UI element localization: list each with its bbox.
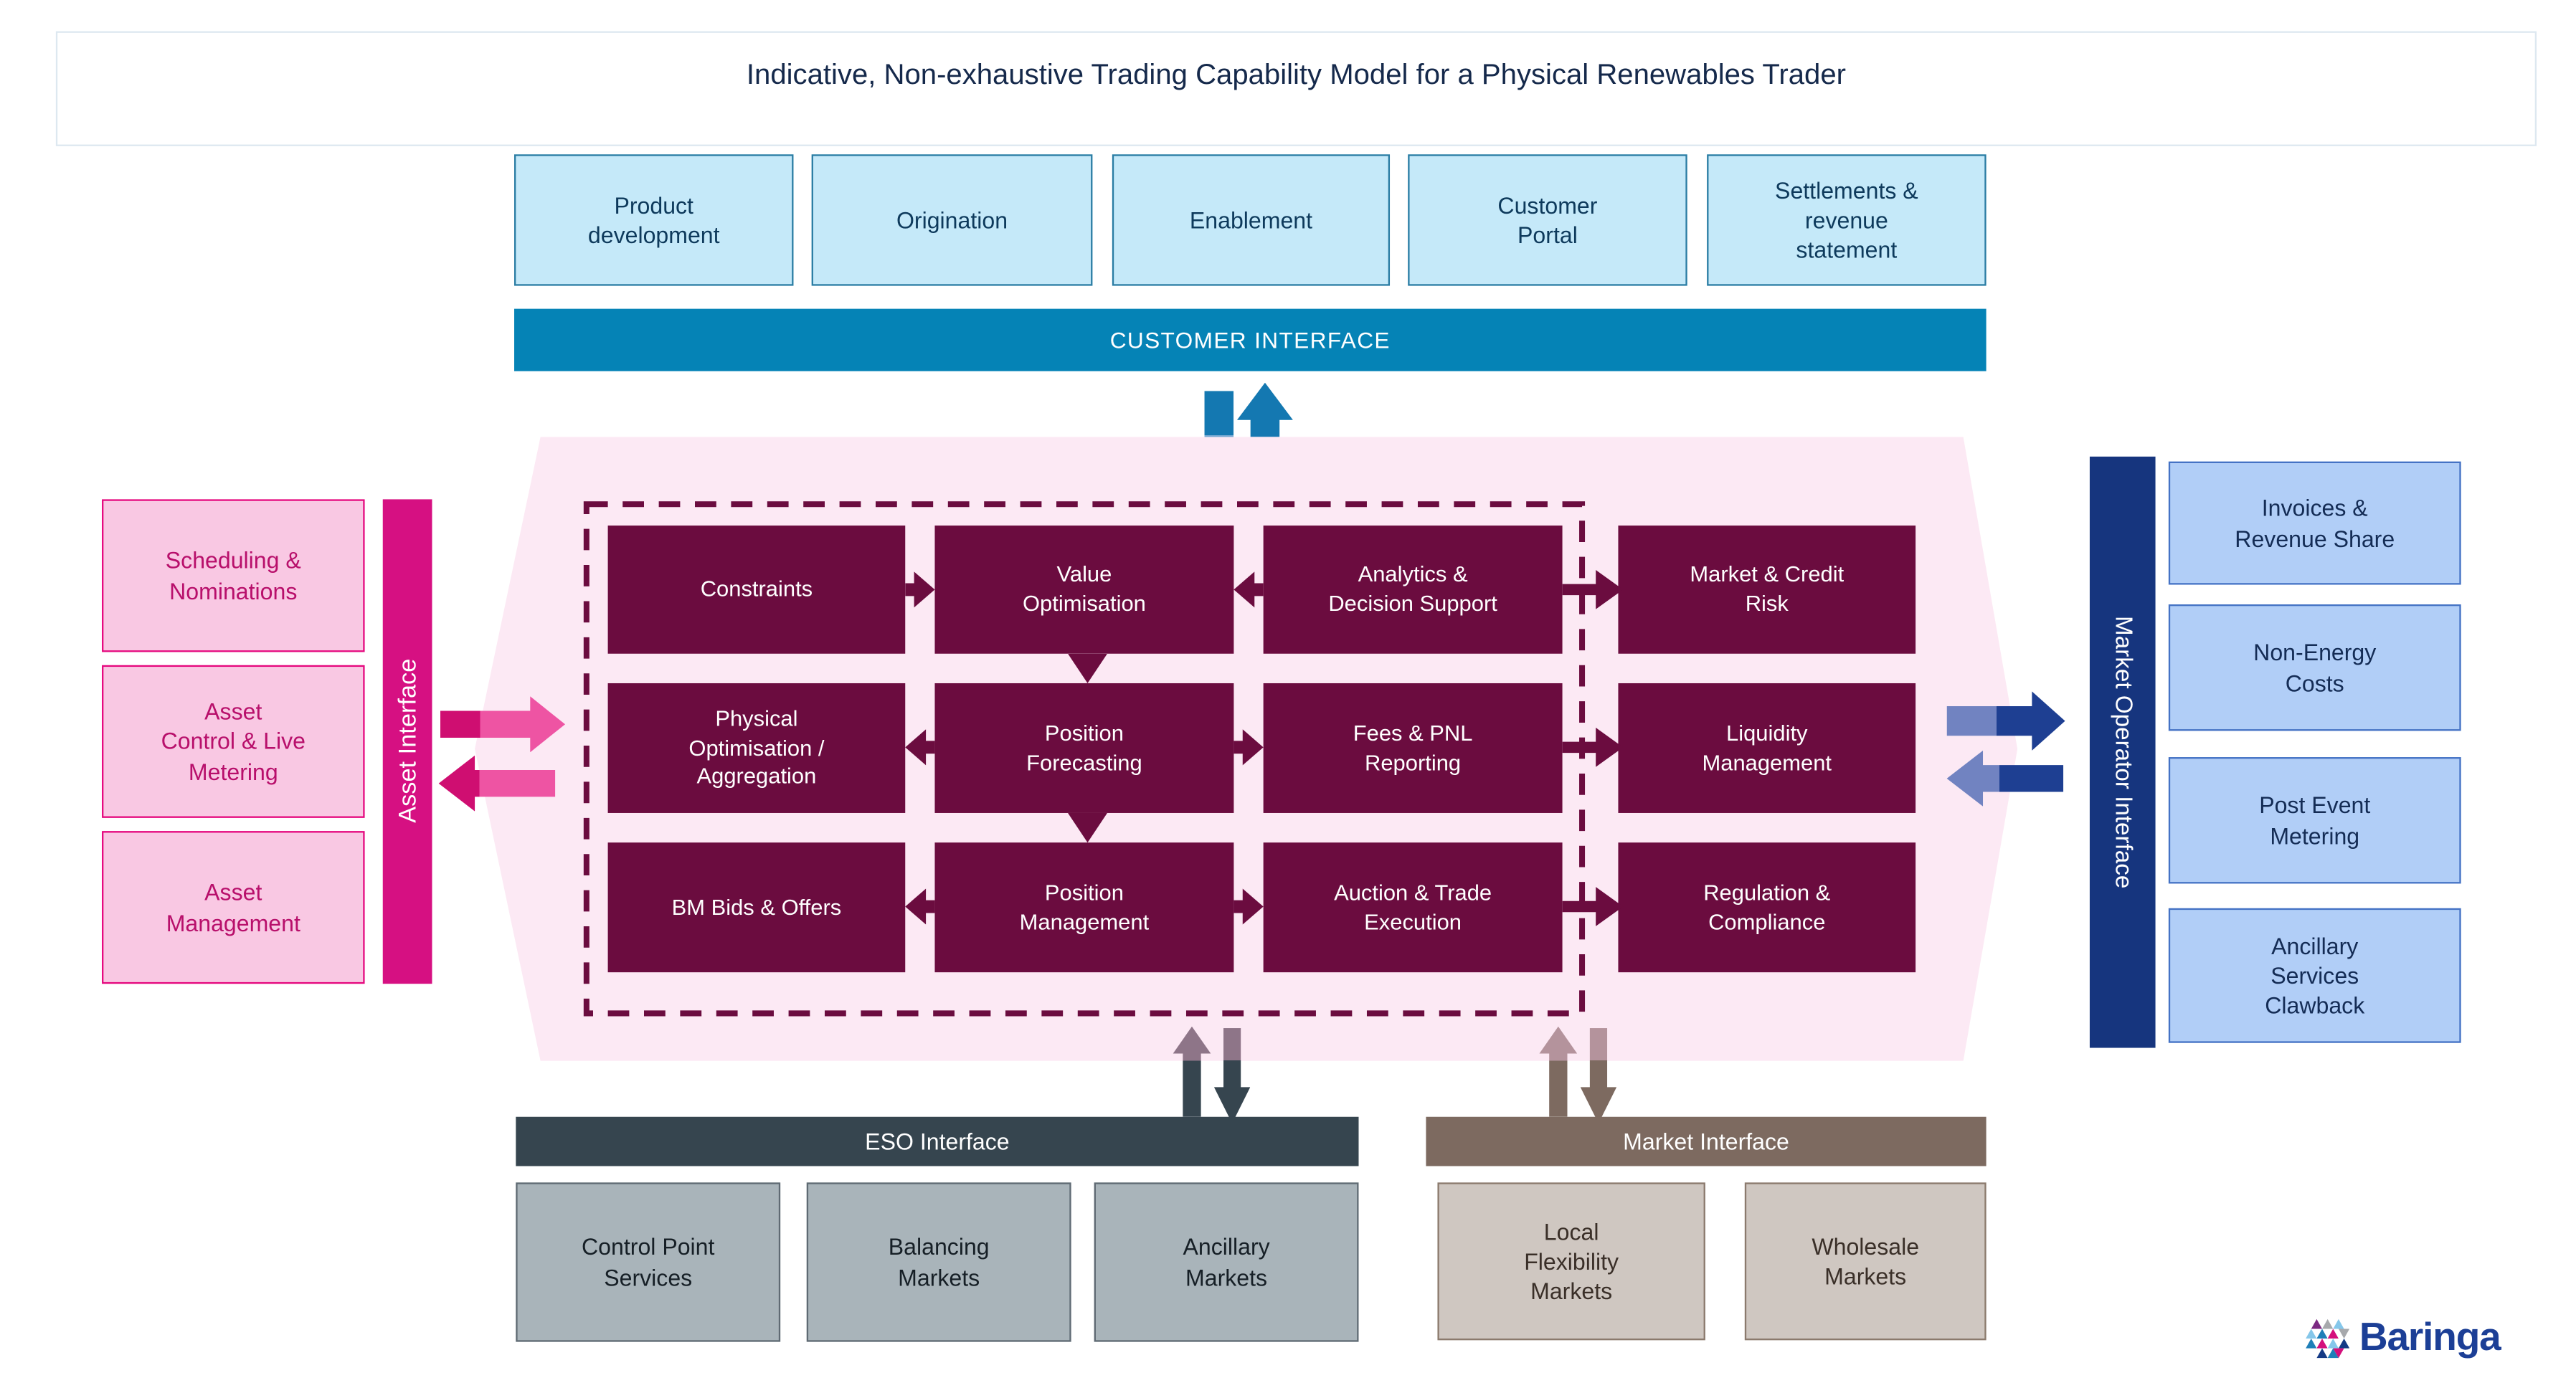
capability-liquidity-management: Liquidity Management (1618, 683, 1916, 813)
asset-box-control-live-metering: Asset Control & Live Metering (102, 665, 365, 818)
capability-bm-bids-offers: BM Bids & Offers (607, 842, 906, 973)
capability-position-management: Position Management (934, 842, 1234, 973)
capability-boundary-dashed-border (583, 501, 1586, 1017)
market-box-local-flexibility: Local Flexibility Markets (1437, 1182, 1705, 1341)
market-operator-interface-bar-label: Market Operator Interface (2109, 616, 2136, 889)
capability-value-optimisation: Value Optimisation (934, 526, 1234, 654)
capability-physical-optimisation: Physical Optimisation / Aggregation (607, 683, 906, 813)
mo-box-non-energy-costs: Non-Energy Costs (2168, 604, 2461, 731)
capability-constraints: Constraints (607, 526, 906, 654)
capability-auction-trade-execution: Auction & Trade Execution (1263, 842, 1563, 973)
market-interface-bar-label: Market Interface (1623, 1128, 1789, 1155)
baringa-wordmark: Baringa (2359, 1315, 2501, 1360)
customer-box-enablement: Enablement (1112, 154, 1391, 286)
baringa-logo: Baringa (2303, 1309, 2501, 1368)
capability-fees-pnl-reporting: Fees & PNL Reporting (1263, 683, 1563, 813)
mo-box-ancillary-services-clawback: Ancillary Services Clawback (2168, 908, 2461, 1043)
asset-box-scheduling-nominations: Scheduling & Nominations (102, 499, 365, 652)
market-interface-bar: Market Interface (1426, 1116, 1987, 1166)
customer-box-product-development: Product development (514, 154, 794, 286)
customer-interface-bar: CUSTOMER INTERFACE (514, 308, 1987, 371)
asset-interface-bar: Asset Interface (382, 499, 432, 984)
asset-interface-bar-label: Asset Interface (393, 659, 422, 824)
market-box-wholesale: Wholesale Markets (1744, 1182, 1987, 1341)
customer-interface-bar-label: CUSTOMER INTERFACE (1109, 328, 1391, 353)
eso-interface-bar: ESO Interface (516, 1116, 1359, 1166)
capability-regulation-compliance: Regulation & Compliance (1618, 842, 1916, 973)
customer-box-settlements: Settlements & revenue statement (1707, 154, 1987, 286)
capability-analytics-decision-support: Analytics & Decision Support (1263, 526, 1563, 654)
mo-box-invoices-revenue-share: Invoices & Revenue Share (2168, 461, 2461, 585)
asset-box-asset-management: Asset Management (102, 831, 365, 984)
mo-box-post-event-metering: Post Event Metering (2168, 757, 2461, 884)
eso-box-balancing-markets: Balancing Markets (806, 1182, 1071, 1342)
baringa-pinwheel-icon (2306, 1318, 2350, 1359)
market-operator-interface-bar: Market Operator Interface (2089, 456, 2156, 1048)
eso-box-ancillary-markets: Ancillary Markets (1094, 1182, 1359, 1342)
capability-position-forecasting: Position Forecasting (934, 683, 1234, 813)
customer-box-origination: Origination (811, 154, 1093, 286)
eso-interface-bar-label: ESO Interface (865, 1128, 1010, 1155)
page-title: Indicative, Non-exhaustive Trading Capab… (55, 31, 2537, 146)
customer-box-customer-portal: Customer Portal (1408, 154, 1687, 286)
eso-box-control-point-services: Control Point Services (516, 1182, 781, 1342)
capability-market-credit-risk: Market & Credit Risk (1618, 526, 1916, 654)
